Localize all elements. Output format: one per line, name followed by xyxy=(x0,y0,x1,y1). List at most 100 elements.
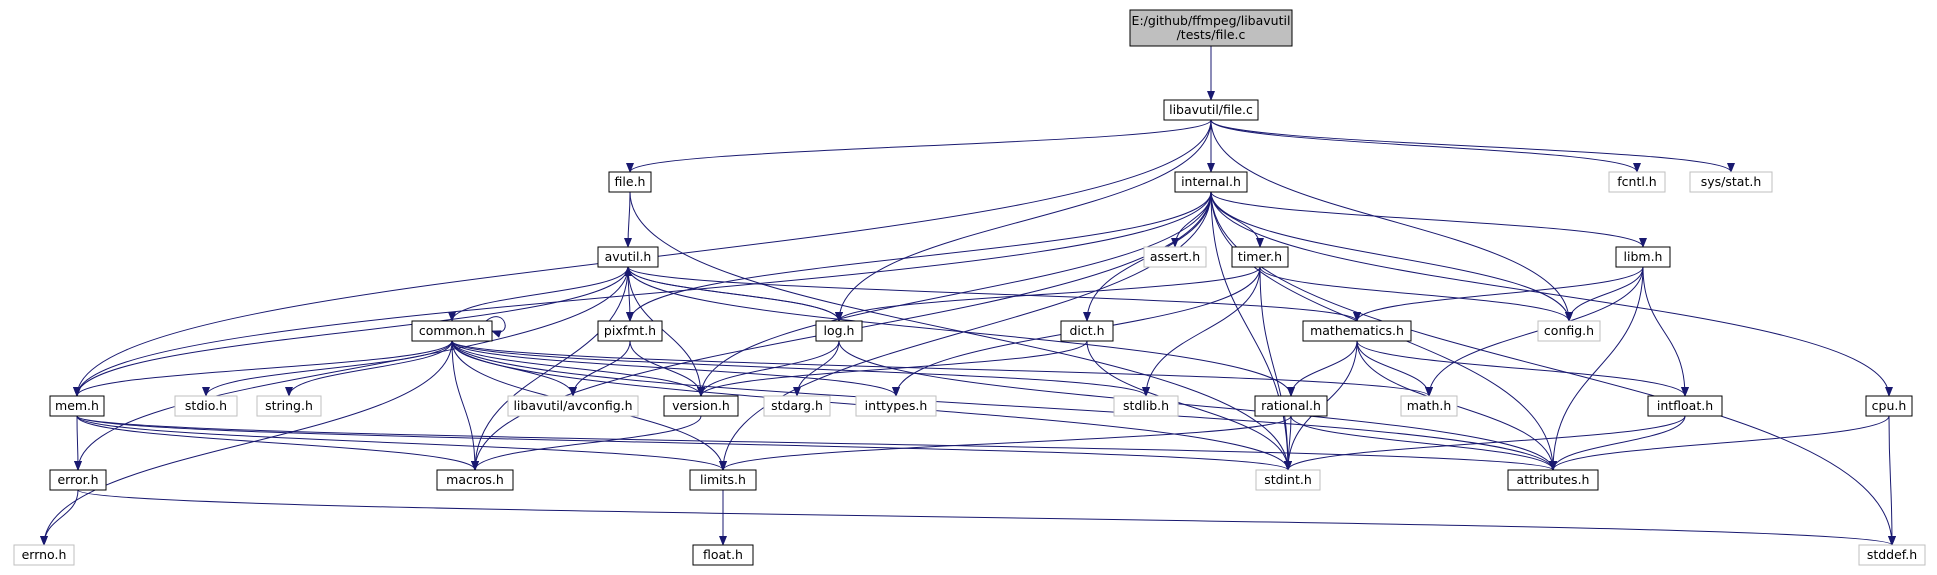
node-box xyxy=(49,395,105,417)
edge-common_h-to-math_h xyxy=(451,340,1433,397)
node-box xyxy=(597,320,663,342)
node-label: log.h xyxy=(824,323,855,338)
node-timer-h[interactable]: timer.h xyxy=(1231,246,1289,268)
node-label: timer.h xyxy=(1238,249,1282,264)
edge-internal_h-to-version_h xyxy=(697,191,1212,397)
edge-mem_h-to-attributes_h xyxy=(76,415,1557,471)
node-math-h: math.h xyxy=(1400,395,1458,417)
node-box xyxy=(1858,544,1926,566)
edge-internal_h-to-config_h xyxy=(1210,191,1573,322)
node-internal-h[interactable]: internal.h xyxy=(1174,171,1248,193)
node-rational-h[interactable]: rational.h xyxy=(1254,395,1328,417)
node-common-h[interactable]: common.h xyxy=(411,320,493,342)
node-cpu-h[interactable]: cpu.h xyxy=(1865,395,1913,417)
edge-internal_h-to-stdint_h xyxy=(1210,191,1292,471)
edge-dict_h-to-stdint_h xyxy=(1086,340,1292,471)
node-float-h[interactable]: float.h xyxy=(692,544,754,566)
node-macros-h[interactable]: macros.h xyxy=(436,469,514,491)
node-label: stdio.h xyxy=(185,398,227,413)
edge-intfloat_h-to-stdint_h xyxy=(1284,415,1686,471)
edge-rational_h-to-attributes_h xyxy=(1290,415,1557,471)
node-box xyxy=(1060,320,1114,342)
edge-internal_h-to-libm_h xyxy=(1210,191,1647,248)
node-label: math.h xyxy=(1407,398,1452,413)
node-label: intfloat.h xyxy=(1657,398,1713,413)
node-label: mathematics.h xyxy=(1310,323,1404,338)
node-box xyxy=(689,469,757,491)
edge-libavutil_file_c-to-config_h xyxy=(1210,119,1573,322)
edge-log_h-to-avutil_h xyxy=(624,266,840,322)
node-label: attributes.h xyxy=(1517,472,1590,487)
node-error-h[interactable]: error.h xyxy=(49,469,107,491)
node-dict-h[interactable]: dict.h xyxy=(1060,320,1114,342)
node-box xyxy=(1302,320,1412,342)
edge-internal_h-to-mem_h xyxy=(73,191,1212,397)
node-pixfmt-h[interactable]: pixfmt.h xyxy=(597,320,663,342)
edge-internal_h-to-timer_h xyxy=(1210,191,1264,248)
node-version-h[interactable]: version.h xyxy=(663,395,739,417)
edge-version_h-to-macros_h xyxy=(471,415,702,471)
node-avutil-h[interactable]: avutil.h xyxy=(597,246,659,268)
node-intfloat-h[interactable]: intfloat.h xyxy=(1647,395,1723,417)
node-box xyxy=(1537,320,1601,342)
edge-libm_h-to-math_h xyxy=(1425,266,1644,397)
edge-common_h-to-string_h xyxy=(285,340,453,397)
node-box xyxy=(1143,246,1207,268)
node-label: /tests/file.c xyxy=(1177,27,1246,42)
node-label: dict.h xyxy=(1069,323,1104,338)
edge-common_h-to-attributes_h xyxy=(451,340,1557,471)
edge-libm_h-to-attributes_h xyxy=(1549,266,1644,471)
node-root[interactable]: E:/github/ffmpeg/libavutil/tests/file.c xyxy=(1129,9,1293,47)
node-stdarg-h: stdarg.h xyxy=(763,395,831,417)
node-mem-h[interactable]: mem.h xyxy=(49,395,105,417)
node-box xyxy=(1865,395,1913,417)
node-box xyxy=(1615,246,1671,268)
edge-dict_h-to-version_h xyxy=(697,340,1088,397)
node-libavutil-file-c[interactable]: libavutil/file.c xyxy=(1163,99,1259,121)
node-box xyxy=(174,395,238,417)
node-box xyxy=(1113,395,1179,417)
node-stdio-h: stdio.h xyxy=(174,395,238,417)
edge-common_h-to-inttypes_h xyxy=(451,340,900,397)
node-label: rational.h xyxy=(1261,398,1321,413)
node-box xyxy=(1647,395,1723,417)
node-label: version.h xyxy=(672,398,730,413)
file-nodes: E:/github/ffmpeg/libavutil/tests/file.c l… xyxy=(13,9,1926,566)
edge-cpu_h-to-attributes_h xyxy=(1549,415,1890,471)
node-attributes-h[interactable]: attributes.h xyxy=(1507,469,1599,491)
edge-common_h-to-version_h xyxy=(451,340,705,397)
node-mathematics-h[interactable]: mathematics.h xyxy=(1302,320,1412,342)
edge-avutil_h-to-version_h xyxy=(627,266,705,397)
edge-timer_h-to-log_h xyxy=(835,266,1261,322)
node-box xyxy=(663,395,739,417)
node-box xyxy=(1689,171,1773,193)
node-box xyxy=(1255,469,1321,491)
node-file-h[interactable]: file.h xyxy=(608,171,652,193)
node-stdlib-h: stdlib.h xyxy=(1113,395,1179,417)
edge-common_h-to-errno_h xyxy=(40,340,453,546)
node-label: string.h xyxy=(265,398,313,413)
node-label: errno.h xyxy=(22,547,67,562)
node-box xyxy=(1174,171,1248,193)
node-box xyxy=(1231,246,1289,268)
node-label: common.h xyxy=(419,323,485,338)
edge-common_h-to-stdlib_h xyxy=(451,340,1150,397)
edge-timer_h-to-stdlib_h xyxy=(1142,266,1261,397)
edge-mem_h-to-stdint_h xyxy=(76,415,1292,471)
dependency-edges xyxy=(40,46,1896,546)
node-label: float.h xyxy=(703,547,743,562)
node-label: error.h xyxy=(57,472,98,487)
edge-avutil_h-to-rational_h xyxy=(627,266,1295,397)
node-log-h[interactable]: log.h xyxy=(815,320,863,342)
node-libm-h[interactable]: libm.h xyxy=(1615,246,1671,268)
edge-pixfmt_h-to-avconfig_h xyxy=(569,340,631,397)
node-limits-h[interactable]: limits.h xyxy=(689,469,757,491)
edge-mem_h-to-error_h xyxy=(73,415,82,471)
node-config-h: config.h xyxy=(1537,320,1601,342)
node-stddef-h: stddef.h xyxy=(1858,544,1926,566)
node-label: libm.h xyxy=(1624,249,1663,264)
edge-mathematics_h-to-math_h xyxy=(1356,340,1433,397)
edge-error_h-to-stddef_h xyxy=(77,489,1896,546)
edge-internal_h-to-cpu_h xyxy=(1210,191,1893,397)
